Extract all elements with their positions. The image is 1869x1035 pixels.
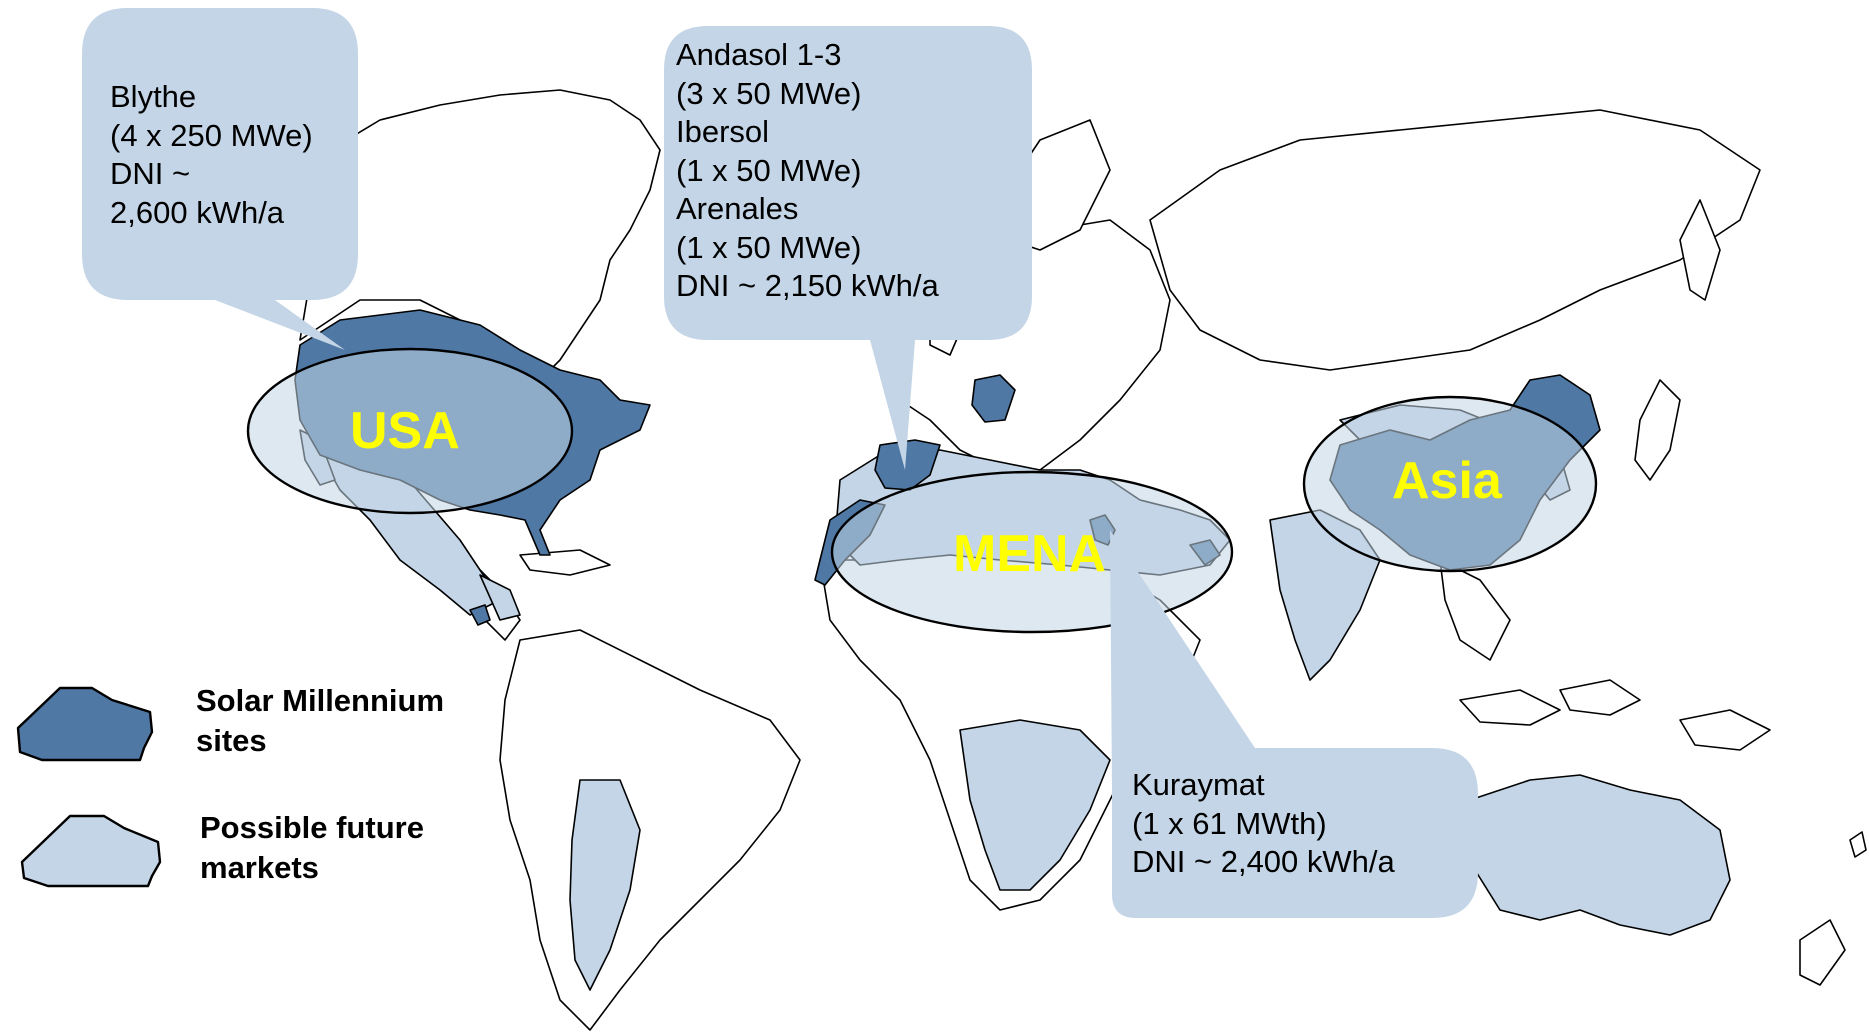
landmass-kamchatka — [1679, 199, 1721, 301]
andasol-line-2: (3 x 50 MWe) — [676, 75, 862, 111]
blythe-line-1: Blythe — [110, 79, 197, 114]
landmass-indonesia-1 — [1459, 689, 1561, 726]
future-south-america — [569, 779, 641, 991]
usa-ellipse — [246, 347, 574, 515]
andasol-callout-text: Andasol 1-3 (3 x 50 MWe) Ibersol (1 x 50… — [676, 36, 939, 306]
region-label-asia: Asia — [1392, 452, 1502, 510]
legend-swatches — [16, 686, 162, 888]
landmass-pacific-island — [1849, 831, 1867, 858]
andasol-line-6: (1 x 50 MWe) — [676, 229, 862, 265]
legend-future-line-1: Possible future — [200, 810, 424, 845]
legend-sites-line-2: sites — [196, 723, 267, 758]
legend-future-swatch — [20, 814, 162, 888]
legend-future-label: Possible future markets — [200, 808, 424, 888]
legend-site-swatch — [16, 686, 154, 762]
kuraymat-line-3: DNI ~ 2,400 kWh/a — [1132, 844, 1395, 879]
legend-sites-label: Solar Millennium sites — [196, 681, 444, 761]
landmass-japan — [1634, 379, 1681, 481]
landmass-south-america — [499, 629, 801, 1031]
landmass-indonesia-2 — [1559, 679, 1641, 716]
future-central — [479, 574, 521, 621]
andasol-line-3: Ibersol — [676, 114, 770, 149]
landmass-caribbean — [519, 549, 611, 576]
blythe-line-2: (4 x 250 MWe) — [110, 117, 313, 153]
region-label-usa: USA — [350, 402, 460, 460]
landmass-canada — [299, 89, 661, 401]
callout-bubbles — [82, 8, 1478, 918]
site-central — [469, 604, 491, 626]
andasol-line-7: DNI ~ 2,150 kWh/a — [676, 268, 939, 303]
kuraymat-callout-text: Kuraymat (1 x 61 MWth) DNI ~ 2,400 kWh/a — [1132, 766, 1395, 882]
blythe-callout-text: Blythe (4 x 250 MWe) DNI ~ 2,600 kWh/a — [110, 78, 313, 232]
kuraymat-line-1: Kuraymat — [1132, 767, 1265, 802]
future-australia — [1469, 774, 1731, 936]
region-label-mena: MENA — [953, 525, 1107, 583]
andasol-bubble — [664, 26, 1032, 470]
blythe-line-3: DNI ~ — [110, 156, 191, 191]
site-germany — [971, 374, 1016, 423]
blythe-bubble — [82, 8, 358, 350]
kuraymat-bubble — [1110, 530, 1478, 918]
blythe-line-4: 2,600 kWh/a — [110, 194, 285, 230]
legend-sites-line-1: Solar Millennium — [196, 683, 445, 718]
landmass-russia — [1149, 109, 1761, 371]
site-iberia — [874, 439, 941, 491]
kuraymat-line-2: (1 x 61 MWth) — [1132, 805, 1327, 841]
andasol-line-5: Arenales — [676, 191, 799, 226]
andasol-line-4: (1 x 50 MWe) — [676, 152, 862, 188]
andasol-line-1: Andasol 1-3 — [676, 37, 842, 72]
landmass-new-zealand — [1799, 919, 1846, 986]
asia-ellipse — [1302, 395, 1598, 573]
landmass-new-guinea — [1679, 709, 1771, 751]
landmass-se-asia — [1439, 559, 1511, 661]
future-southern-africa — [959, 719, 1111, 891]
legend-future-line-2: markets — [200, 850, 319, 885]
